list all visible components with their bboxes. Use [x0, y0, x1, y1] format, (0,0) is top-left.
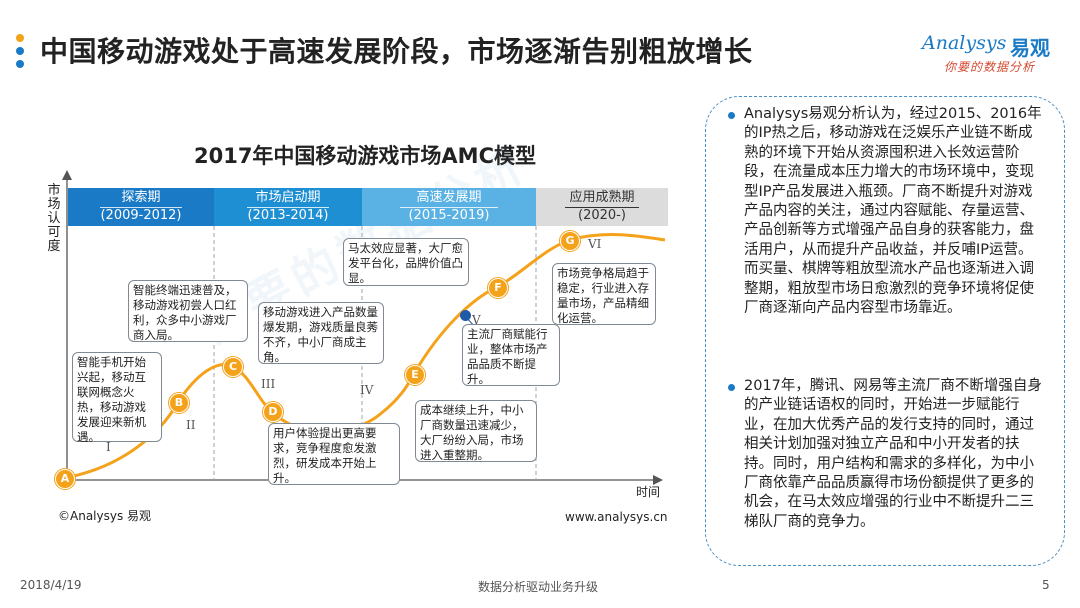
- website-link[interactable]: www.analysys.cn: [565, 510, 668, 524]
- phase-exploration: 探索期 (2009-2012): [68, 188, 214, 226]
- phase-years: (2020-): [578, 208, 626, 223]
- logo-brand-cn: 易观: [1010, 36, 1050, 60]
- phase-name: 应用成熟期: [569, 190, 635, 205]
- stage-numeral-5: V: [472, 313, 481, 327]
- phase-name: 高速发展期: [416, 190, 482, 205]
- mainstream-marker: [460, 310, 471, 321]
- title-dot-2: [16, 47, 24, 55]
- stage-numeral-2: II: [186, 418, 196, 432]
- stage-node-f: F: [488, 278, 508, 298]
- footer-slogan: 数据分析驱动业务升级: [478, 580, 599, 594]
- phase-high-speed: 高速发展期 (2015-2019): [362, 188, 536, 226]
- phase-name: 市场启动期: [255, 190, 321, 205]
- phase-divider: [246, 207, 330, 208]
- x-axis-arrow: [653, 475, 663, 485]
- callout-stage-a: 智能手机开始兴起，移动互联网概念火热，移动游戏发展迎来新机遇。: [72, 352, 162, 444]
- page-number: 5: [1042, 578, 1050, 592]
- callout-stage-g: 市场竞争格局趋于稳定，行业进入存量市场，产品精细化运营。: [552, 263, 656, 325]
- diagram-title: 2017年中国移动游戏市场AMC模型: [193, 144, 536, 168]
- y-axis-arrow: [62, 170, 72, 180]
- phase-years: (2009-2012): [100, 208, 182, 223]
- analysys-logo: Analysys 易观 你要的数据分析: [922, 32, 1062, 74]
- phase-years: (2013-2014): [247, 208, 329, 223]
- stage-node-a: A: [55, 469, 75, 489]
- callout-mainstream: 主流厂商赋能行业，整体市场产品品质不断提升。: [462, 324, 560, 386]
- stage-node-d: D: [263, 402, 283, 422]
- phase-divider: [400, 207, 498, 208]
- stage-node-b: B: [169, 393, 189, 413]
- y-axis-label: 市场认可度: [47, 183, 61, 254]
- phase-maturity: 应用成熟期 (2020-): [536, 188, 668, 226]
- stage-node-e: E: [405, 365, 425, 385]
- callout-stage-d: 用户体验提出更高要求，竞争程度愈发激烈，研发成本开始上升。: [268, 423, 400, 485]
- footer-date: 2018/4/19: [20, 578, 82, 592]
- analysis-paragraph-2: 2017年，腾讯、网易等主流厂商不断增强自身的产业链话语权的同时，开始进一步赋能…: [744, 378, 1042, 530]
- phase-years: (2015-2019): [408, 208, 490, 223]
- stage-numeral-1: I: [106, 440, 111, 454]
- callout-stage-b: 智能终端迅速普及，移动游戏初尝人口红利，众多中小游戏厂商入局。: [128, 280, 248, 342]
- stage-node-g: G: [560, 231, 580, 251]
- page-title: 中国移动游戏处于高速发展阶段，市场逐渐告别粗放增长: [40, 35, 753, 68]
- logo-brand: Analysys: [922, 32, 1007, 54]
- analysis-paragraph-1: Analysys易观分析认为，经过2015、2016年的IP热之后，移动游戏在泛…: [744, 106, 1042, 317]
- bullet-dot: [728, 384, 735, 391]
- x-axis-label: 时间: [636, 485, 661, 499]
- logo-slogan: 你要的数据分析: [944, 60, 1036, 74]
- title-dot-3: [16, 60, 24, 68]
- copyright: ©Analysys 易观: [58, 509, 152, 523]
- phase-name: 探索期: [121, 190, 161, 205]
- stage-numeral-6: VI: [588, 237, 602, 251]
- callout-stage-e: 成本继续上升，中小厂商数量迅速减少，大厂纷纷入局，市场进入重整期。: [415, 400, 537, 462]
- stage-node-c: C: [223, 357, 243, 377]
- callout-stage-f: 马太效应显著，大厂愈发平台化，品牌价值凸显。: [343, 238, 469, 286]
- title-dot-1: [16, 34, 24, 42]
- stage-numeral-4: IV: [360, 383, 374, 397]
- title-bullet-dots: [16, 34, 26, 70]
- phase-market-launch: 市场启动期 (2013-2014): [214, 188, 362, 226]
- stage-numeral-3: III: [261, 377, 276, 391]
- phase-divider: [565, 207, 639, 208]
- analysis-panel: Analysys易观分析认为，经过2015、2016年的IP热之后，移动游戏在泛…: [705, 96, 1065, 566]
- bullet-dot: [728, 112, 735, 119]
- callout-stage-c: 移动游戏进入产品数量爆发期，游戏质量良莠不齐，中小厂商成主角。: [258, 302, 384, 364]
- phase-divider: [100, 207, 182, 208]
